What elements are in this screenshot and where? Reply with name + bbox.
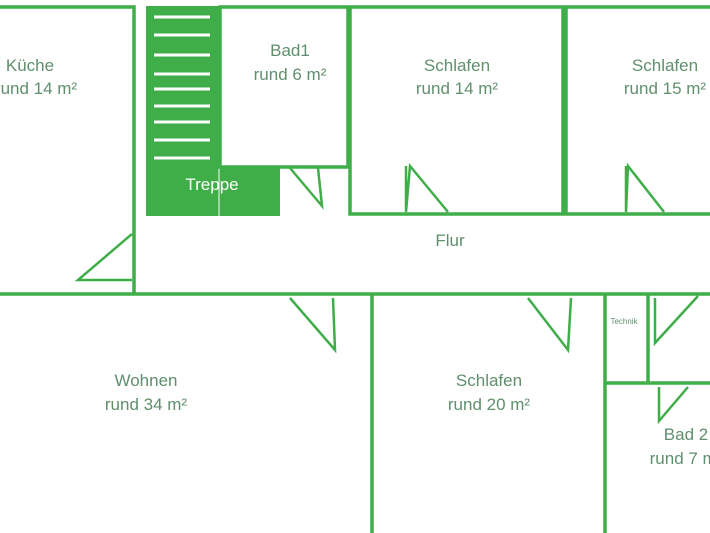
room-name-schlafen2: Schlafen — [632, 56, 698, 75]
room-name-flur: Flur — [435, 231, 465, 250]
room-area-kueche: rund 14 m² — [0, 79, 77, 98]
room-name-wohnen: Wohnen — [114, 371, 177, 390]
walls — [0, 5, 710, 533]
room-name-bad2: Bad 2 — [664, 425, 708, 444]
room-area-schlafen2: rund 15 m² — [624, 79, 707, 98]
room-name-bad1: Bad1 — [270, 41, 310, 60]
stairs — [146, 6, 280, 216]
room-name-kueche: Küche — [6, 56, 54, 75]
room-area-schlafen3: rund 20 m² — [448, 395, 531, 414]
room-area-wohnen: rund 34 m² — [105, 395, 188, 414]
doors — [74, 162, 699, 425]
room-area-bad2: rund 7 m² — [650, 449, 710, 468]
room-name-schlafen1: Schlafen — [424, 56, 490, 75]
room-area-schlafen1: rund 14 m² — [416, 79, 499, 98]
room-name-treppe: Treppe — [185, 175, 238, 194]
room-area-bad1: rund 6 m² — [254, 65, 327, 84]
room-name-schlafen3: Schlafen — [456, 371, 522, 390]
room-name-technik: Technik — [610, 317, 638, 326]
